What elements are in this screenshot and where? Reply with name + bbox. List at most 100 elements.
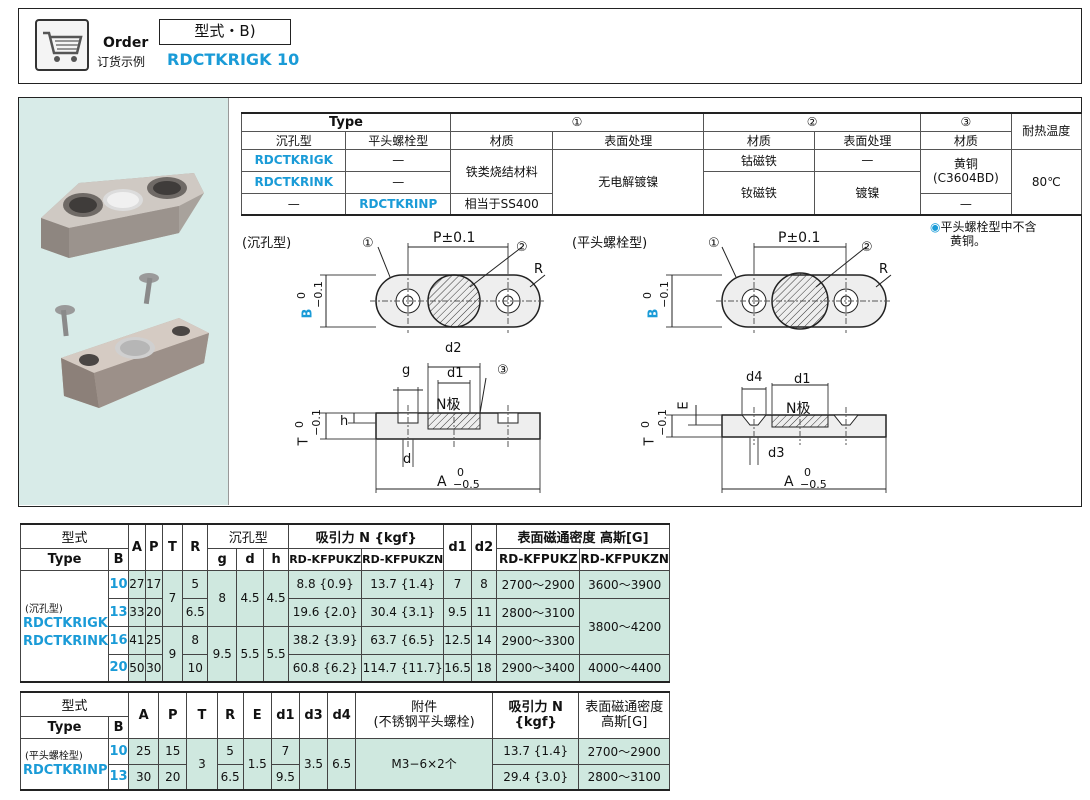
type-table: Type ① ② ③ 耐热温度 沉孔型 平头螺栓型 材质 表面处理 材质 表面处…	[240, 112, 1083, 216]
material-3a: 黄铜(C3604BD)	[920, 148, 1012, 194]
t-dim: T	[296, 437, 312, 446]
h-dim: h	[340, 414, 349, 429]
h-p: P	[144, 523, 163, 571]
d3-dim: d3	[768, 446, 785, 461]
callout-1b: ①	[708, 236, 720, 251]
row-f2: 30.4 {3.1}	[361, 597, 445, 627]
e-dim: E	[676, 401, 692, 410]
radius-dim: R	[534, 262, 544, 277]
material-3b: —	[920, 192, 1012, 216]
row-g: 2700～2900	[578, 737, 670, 765]
row-r: 6.5	[216, 763, 244, 791]
surface-1: 无电解镀镍	[552, 148, 705, 216]
d4-dim: d4	[746, 370, 763, 385]
npole-label-b: N极	[786, 401, 811, 417]
row-b[interactable]: 13	[108, 597, 129, 627]
row-d2: 14	[470, 625, 498, 655]
type-dash: —	[345, 170, 451, 194]
b-tol: −0.1	[311, 281, 325, 308]
type-cell: (沉孔型) RDCTKRIGK RDCTKRINK	[19, 569, 110, 683]
row-p: 17	[144, 569, 163, 599]
row-b[interactable]: 16	[108, 625, 129, 655]
h-r: R	[182, 523, 209, 571]
cart-icon[interactable]	[35, 19, 89, 71]
a-tol-b: −0.5	[800, 478, 827, 491]
material-1a: 铁类烧结材料	[449, 148, 554, 194]
material-2b: 钕磁铁	[703, 170, 815, 216]
h-kfpukz: RD-KFPUKZ	[288, 547, 363, 571]
type-rdctkrigk[interactable]: RDCTKRIGK	[240, 148, 347, 172]
h-p: P	[158, 691, 188, 739]
pitch-dim: P±0.1	[433, 230, 476, 246]
row-g1: 2800～3100	[496, 597, 581, 627]
row-d2: 8	[470, 569, 498, 599]
h-flux: 表面磁通密度高斯[G]	[578, 691, 670, 739]
callout-1: ①	[362, 236, 374, 251]
row-d1: 7	[443, 569, 472, 599]
row-g: 2800～3100	[578, 763, 670, 791]
h-type: Type	[20, 715, 109, 739]
type-cell: (平头螺栓型) RDCTKRINP	[20, 737, 109, 791]
b-dim-b: B	[646, 308, 662, 319]
product-photo	[19, 98, 229, 505]
row-b[interactable]: 20	[108, 653, 129, 683]
row-e: 1.5	[242, 737, 272, 791]
row-a: 25	[128, 737, 160, 765]
row-d1: 7	[270, 737, 300, 765]
t-tol0-b: 0	[639, 421, 652, 428]
h-flux: 表面磁通密度 高斯[G]	[496, 523, 670, 549]
counter-drawing	[320, 243, 546, 493]
part1-header: ①	[449, 112, 705, 132]
h-t: T	[161, 523, 184, 571]
h-g: g	[207, 547, 238, 571]
model-format-box: 型式・B)	[159, 19, 291, 45]
h-kfpukz-2: RD-KFPUKZ	[496, 547, 581, 571]
type-rdctkrinp[interactable]: RDCTKRINP	[345, 192, 451, 216]
row-h: 4.5	[262, 569, 290, 627]
callout-2: ②	[516, 240, 528, 255]
row-a: 30	[128, 763, 160, 791]
surface-header-2: 表面处理	[813, 130, 922, 150]
row-d: 4.5	[236, 569, 264, 627]
row-b[interactable]: 10	[107, 737, 130, 765]
h-d1: d1	[270, 691, 300, 739]
row-d1: 16.5	[443, 653, 472, 683]
temp-header: 耐热温度	[1010, 112, 1083, 150]
row-g: 8	[207, 569, 238, 627]
type-rdctkrink[interactable]: RDCTKRINK	[240, 170, 347, 194]
material-header-2: 材质	[703, 130, 815, 150]
b-tol-b: −0.1	[657, 281, 671, 308]
h-d3: d3	[298, 691, 329, 739]
row-b[interactable]: 13	[107, 763, 130, 791]
d2-dim: d2	[445, 341, 462, 356]
radius-dim-b: R	[879, 262, 889, 277]
part3-header: ③	[920, 112, 1012, 132]
h-kfpukzn-2: RD-KFPUKZN	[579, 547, 670, 571]
row-r: 10	[182, 653, 209, 683]
counter-header: 沉孔型	[240, 130, 347, 150]
row-p: 15	[158, 737, 188, 765]
order-code: RDCTKRIGK 10	[167, 50, 300, 69]
flat-drawing	[666, 243, 892, 493]
callout-2b: ②	[861, 240, 873, 255]
order-label: Order	[103, 35, 149, 51]
row-d: 5.5	[236, 625, 264, 683]
h-b: B	[107, 715, 130, 739]
h-acc: 附件(不锈钢平头螺栓)	[355, 691, 493, 739]
h-b: B	[108, 547, 129, 571]
row-d4: 6.5	[327, 737, 357, 791]
row-p: 25	[144, 625, 163, 655]
h-d1: d1	[443, 523, 472, 571]
row-b[interactable]: 10	[108, 569, 129, 599]
row-t: 9	[161, 625, 184, 683]
product-image	[41, 173, 209, 408]
row-d1: 9.5	[270, 763, 300, 791]
b-tol0: 0	[295, 292, 308, 299]
row-a: 50	[127, 653, 146, 683]
counter-drawing-label: (沉孔型)	[242, 236, 292, 251]
flat-header: 平头螺栓型	[345, 130, 451, 150]
row-d1: 9.5	[443, 597, 472, 627]
surface-2b: 镀镍	[813, 170, 922, 216]
row-g2: 3600～3900	[579, 569, 670, 599]
row-g1: 2700～2900	[496, 569, 581, 599]
